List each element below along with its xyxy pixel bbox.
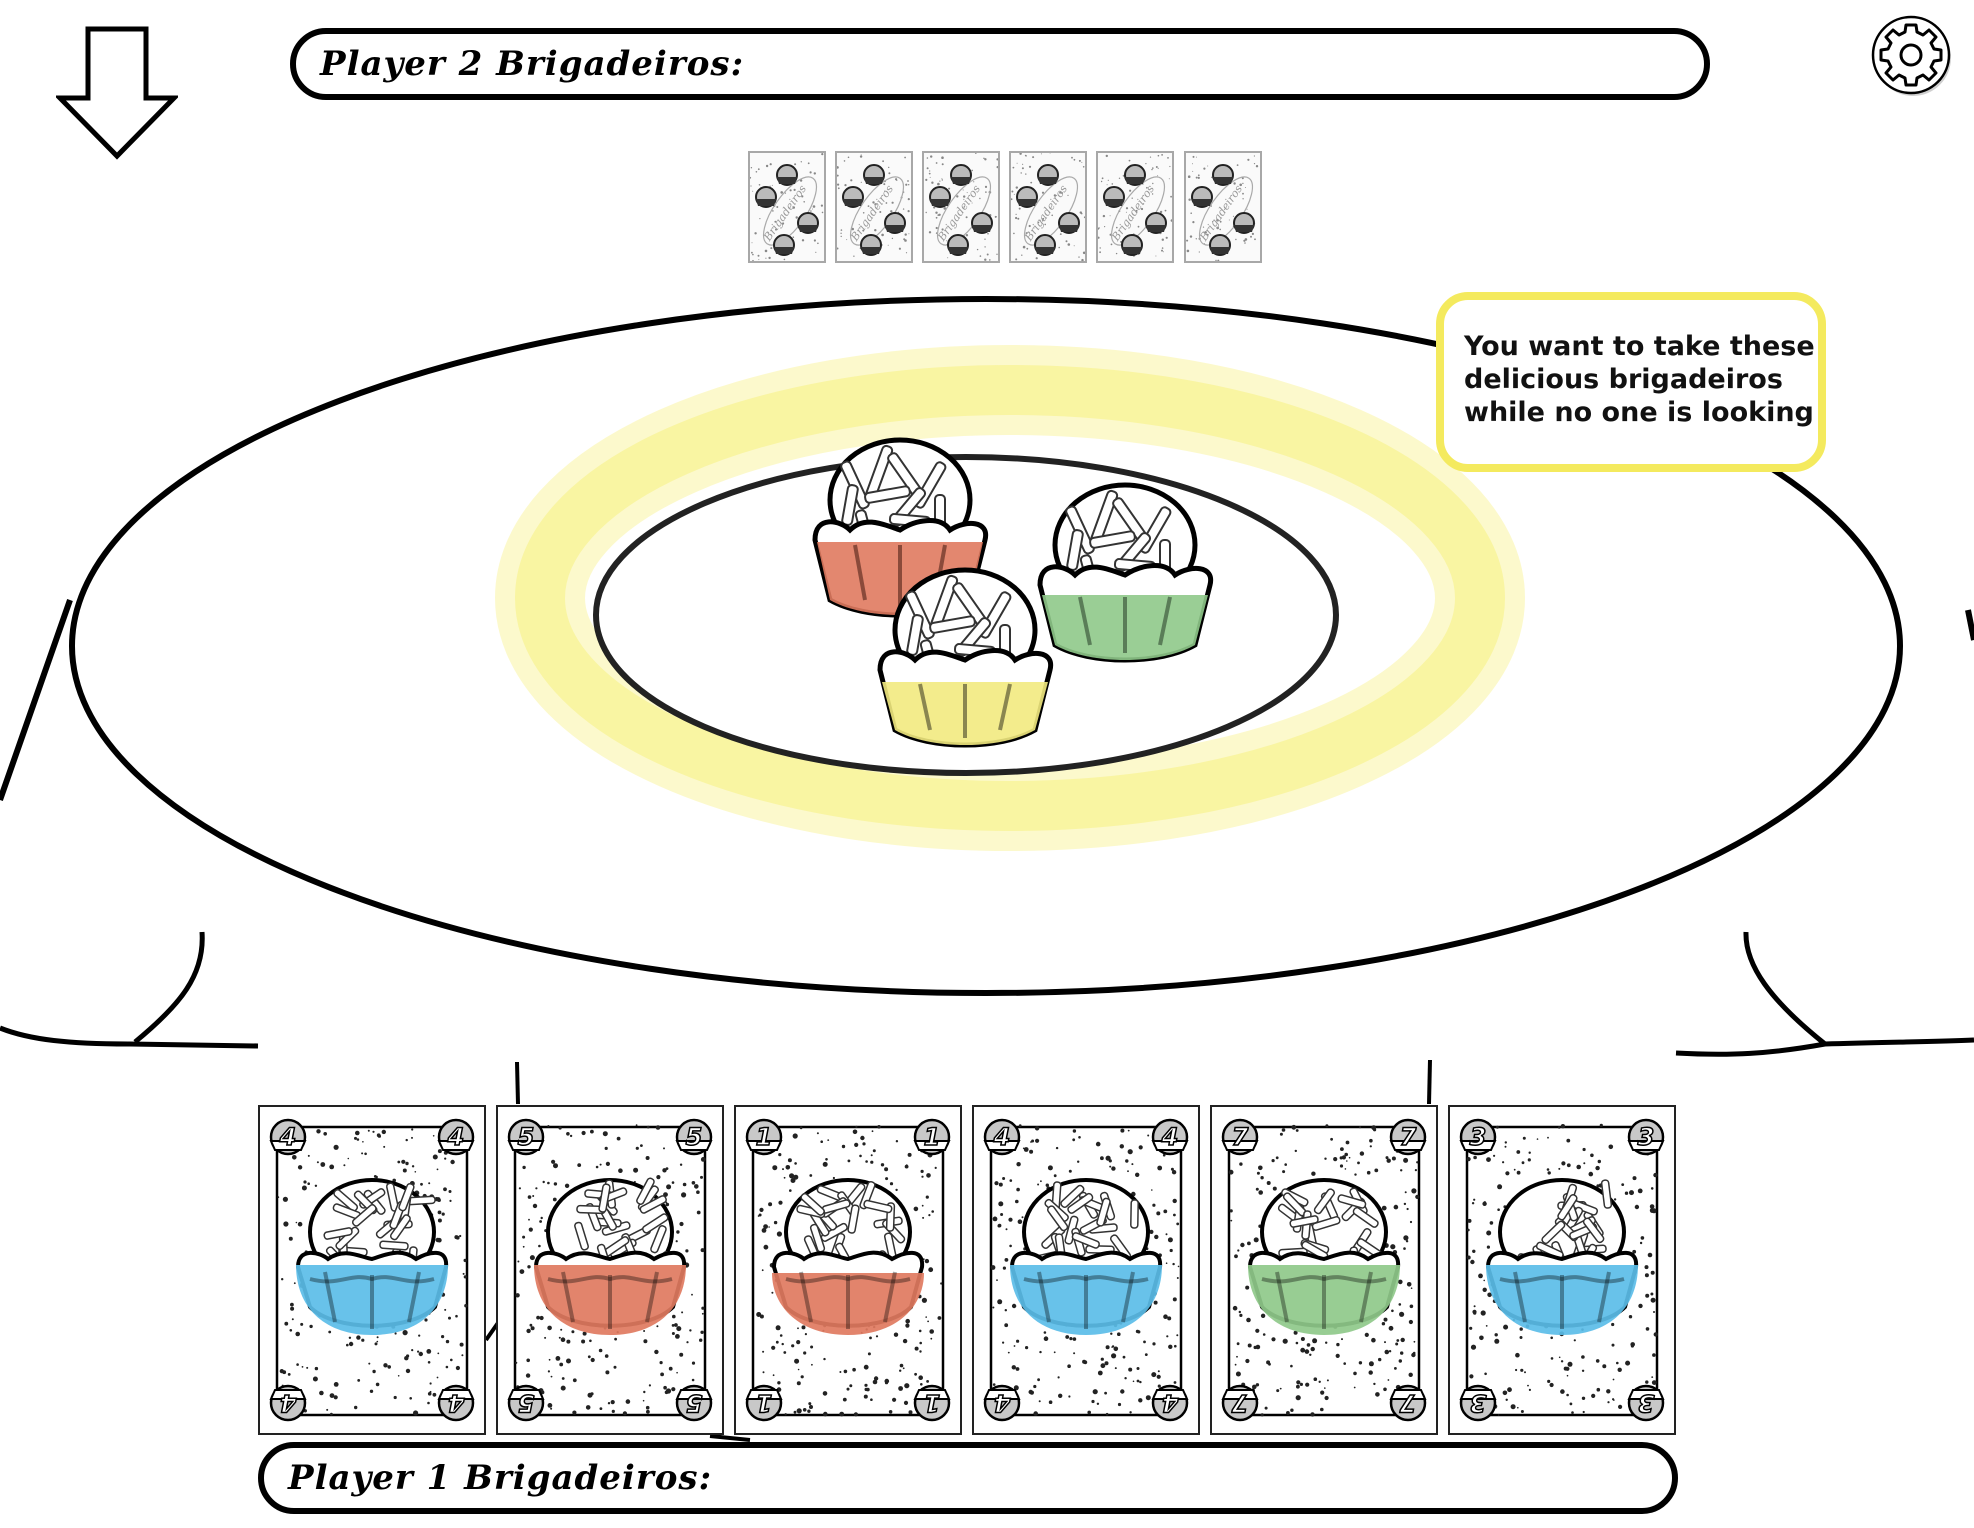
- brigadeiro-green[interactable]: [1040, 485, 1211, 660]
- svg-text:1: 1: [756, 1123, 773, 1151]
- svg-text:4: 4: [993, 1123, 1011, 1151]
- svg-text:3: 3: [1638, 1123, 1655, 1151]
- plate-brigadeiros: [790, 420, 1240, 750]
- hand-card-4-blue[interactable]: 4 4 4 4: [972, 1105, 1200, 1435]
- hand-card-3-blue[interactable]: 3 3 3 3: [1448, 1105, 1676, 1435]
- card-rank-badge: 5: [675, 1118, 713, 1156]
- hand-card-7-green[interactable]: 7 7 7 7: [1210, 1105, 1438, 1435]
- cloth-line-left: [515, 1061, 520, 1105]
- svg-text:7: 7: [1399, 1389, 1416, 1417]
- hand-card-art: 1 1 1 1: [745, 1118, 951, 1422]
- hand-card-4-blue[interactable]: 4 4 4 4: [258, 1105, 486, 1435]
- svg-text:4: 4: [447, 1123, 465, 1151]
- cloth-fold-right: [1743, 931, 1827, 1046]
- player1-label: Player 1 Brigadeiros:: [288, 1458, 713, 1498]
- card-rank-badge: 4: [269, 1118, 307, 1156]
- opponent-card-back[interactable]: Brigadeiros: [1096, 151, 1174, 263]
- card-rank-badge: 7: [1221, 1384, 1259, 1422]
- card-rank-badge: 3: [1627, 1118, 1665, 1156]
- card-back-art: Brigadeiros: [750, 153, 824, 261]
- opponent-card-back[interactable]: Brigadeiros: [835, 151, 913, 263]
- hand-card-art: 5 5 5 5: [507, 1118, 713, 1422]
- table-skirt-left: [0, 599, 73, 801]
- svg-text:5: 5: [518, 1389, 535, 1417]
- card-rank-badge: 1: [913, 1118, 951, 1156]
- cloth-line-right: [1427, 1059, 1432, 1105]
- player2-score-bar: Player 2 Brigadeiros:: [290, 28, 1710, 100]
- svg-text:5: 5: [686, 1389, 703, 1417]
- card-rank-badge: 3: [1459, 1384, 1497, 1422]
- highlight-glow: [495, 345, 1525, 851]
- gear-icon: [1871, 15, 1951, 96]
- svg-text:1: 1: [924, 1389, 941, 1417]
- card-back-art: Brigadeiros: [925, 153, 998, 261]
- opponent-card-back[interactable]: Brigadeiros: [748, 151, 826, 263]
- svg-text:3: 3: [1638, 1389, 1655, 1417]
- card-rank-badge: 4: [437, 1384, 475, 1422]
- down-arrow-button[interactable]: [54, 26, 180, 160]
- opponent-card-back[interactable]: Brigadeiros: [1184, 151, 1262, 263]
- svg-text:4: 4: [994, 1389, 1012, 1417]
- down-arrow-icon: [54, 26, 180, 160]
- hand-card-5-red[interactable]: 5 5 5 5: [496, 1105, 724, 1435]
- hint-line: while no one is looking: [1464, 397, 1814, 428]
- hand-card-art: 4 4 4 4: [269, 1118, 475, 1422]
- card-rank-badge: 7: [1389, 1384, 1427, 1422]
- card-rank-badge: 5: [507, 1118, 545, 1156]
- card-back-art: Brigadeiros: [1098, 154, 1172, 257]
- svg-text:4: 4: [280, 1389, 298, 1417]
- table-skirt-right: [1965, 609, 1974, 641]
- card-rank-badge: 5: [507, 1384, 545, 1422]
- svg-text:4: 4: [279, 1123, 297, 1151]
- card-rank-badge: 1: [745, 1384, 783, 1422]
- svg-text:4: 4: [448, 1389, 466, 1417]
- card-rank-badge: 1: [913, 1384, 951, 1422]
- hint-bubble: You want to take these delicious brigade…: [1436, 292, 1826, 472]
- card-rank-badge: 3: [1459, 1118, 1497, 1156]
- card-rank-badge: 4: [1151, 1384, 1189, 1422]
- svg-text:5: 5: [518, 1123, 535, 1151]
- card-rank-badge: 3: [1627, 1384, 1665, 1422]
- player1-score-bar: Player 1 Brigadeiros:: [258, 1442, 1678, 1514]
- svg-text:7: 7: [1232, 1123, 1249, 1151]
- brigadeiro-yellow[interactable]: [880, 570, 1051, 745]
- settings-button[interactable]: [1870, 14, 1952, 96]
- card-rank-badge: 4: [1151, 1118, 1189, 1156]
- cloth-fold-left: [133, 931, 205, 1044]
- card-back-art: Brigadeiros: [837, 154, 910, 257]
- card-rank-badge: 4: [983, 1118, 1021, 1156]
- card-rank-badge: 4: [983, 1384, 1021, 1422]
- hint-line: delicious brigadeiros: [1464, 364, 1783, 395]
- card-rank-badge: 5: [675, 1384, 713, 1422]
- svg-text:1: 1: [756, 1389, 773, 1417]
- hand-card-art: 3 3 3 3: [1459, 1118, 1665, 1422]
- hand-card-art: 7 7 7 7: [1221, 1118, 1427, 1422]
- svg-text:5: 5: [686, 1123, 703, 1151]
- svg-text:3: 3: [1470, 1123, 1487, 1151]
- player2-label: Player 2 Brigadeiros:: [320, 44, 745, 84]
- card-back-art: Brigadeiros: [1011, 153, 1085, 261]
- opponent-card-back[interactable]: Brigadeiros: [922, 151, 1000, 263]
- svg-text:7: 7: [1231, 1389, 1248, 1417]
- cloth-hem-left: [0, 1025, 259, 1049]
- hand-card-1-red[interactable]: 1 1 1 1: [734, 1105, 962, 1435]
- svg-text:7: 7: [1400, 1123, 1417, 1151]
- hand-card-art: 4 4 4 4: [983, 1118, 1189, 1422]
- svg-text:4: 4: [1161, 1123, 1179, 1151]
- svg-text:4: 4: [1162, 1389, 1180, 1417]
- card-rank-badge: 4: [437, 1118, 475, 1156]
- opponent-card-back[interactable]: Brigadeiros: [1009, 151, 1087, 263]
- svg-text:3: 3: [1470, 1389, 1487, 1417]
- hint-line: You want to take these: [1464, 331, 1815, 362]
- card-rank-badge: 1: [745, 1118, 783, 1156]
- card-rank-badge: 7: [1389, 1118, 1427, 1156]
- card-rank-badge: 7: [1221, 1118, 1259, 1156]
- svg-text:1: 1: [924, 1123, 941, 1151]
- card-back-art: Brigadeiros: [1186, 155, 1259, 261]
- card-rank-badge: 4: [269, 1384, 307, 1422]
